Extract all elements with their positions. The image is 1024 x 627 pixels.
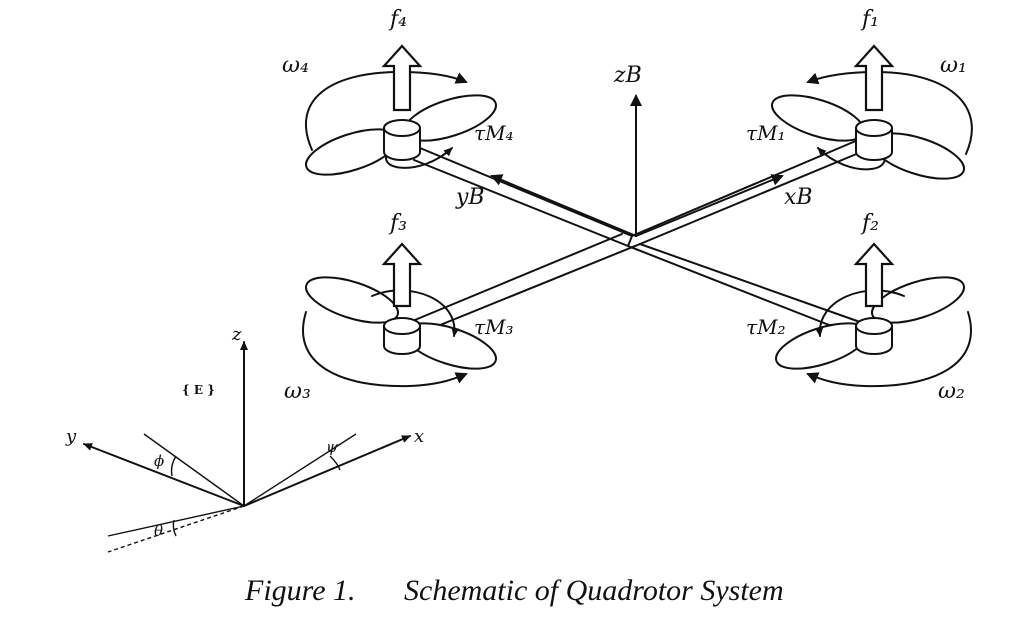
y-axis <box>83 443 245 507</box>
caption-title: Schematic of Quadrotor System <box>404 574 784 607</box>
omega4-arc <box>305 71 468 151</box>
label-z: z <box>231 324 242 345</box>
label-omega3: ω₃ <box>284 379 311 404</box>
f2-thrust-arrow <box>853 242 895 308</box>
label-f1: f₁ <box>860 7 879 32</box>
label-omega2: ω₂ <box>938 379 965 404</box>
omega1-arc <box>806 71 973 155</box>
theta-dashed-line <box>107 505 245 553</box>
figure-caption: Figure 1. Schematic of Quadrotor System <box>244 574 784 607</box>
rotor-1 <box>771 44 973 180</box>
label-psi: ψ <box>326 438 338 456</box>
f3-thrust-arrow <box>381 242 423 308</box>
yb-axis <box>490 174 637 237</box>
phi-angle-arc <box>170 455 177 477</box>
label-tau-m3: τM₃ <box>474 315 514 339</box>
rotor-2 <box>775 242 972 388</box>
f1-thrust-arrow <box>853 44 895 112</box>
label-xb: xB <box>784 185 813 210</box>
caption-number: Figure 1. <box>244 574 356 607</box>
label-frame-e: { E } <box>182 383 215 397</box>
rotor-3 <box>302 242 497 388</box>
rotor-4 <box>305 44 497 176</box>
omega3-arc <box>302 311 468 388</box>
label-tau-m1: τM₁ <box>746 121 786 145</box>
theta-angle-arc <box>172 519 177 537</box>
label-omega4: ω₄ <box>282 53 309 78</box>
label-f4: f₄ <box>388 7 407 32</box>
label-yb: yB <box>455 185 485 210</box>
frame-arms <box>409 139 867 335</box>
f4-thrust-arrow <box>381 44 423 112</box>
xb-axis <box>635 174 784 237</box>
label-theta: θ <box>154 522 163 540</box>
omega2-arc <box>806 311 972 388</box>
label-f3: f₃ <box>388 211 407 236</box>
psi-reference-line <box>243 433 357 507</box>
labels: f₄ f₁ f₃ f₂ ω₄ ω₁ ω₃ ω₂ τM₄ τM₁ τM₃ τM₂ … <box>65 7 967 540</box>
x-axis <box>243 435 411 507</box>
label-x: x <box>414 426 424 447</box>
body-axes <box>490 94 784 237</box>
phi-reference-line <box>143 433 245 507</box>
label-tau-m4: τM₄ <box>474 121 514 145</box>
label-zb: zB <box>613 63 642 88</box>
label-phi: ϕ <box>154 452 164 470</box>
label-y: y <box>65 426 77 447</box>
psi-angle-arc <box>329 455 341 471</box>
label-f2: f₂ <box>860 211 879 236</box>
label-omega1: ω₁ <box>940 53 967 78</box>
theta-reference-line <box>107 505 245 537</box>
inertial-frame <box>83 341 411 553</box>
label-tau-m2: τM₂ <box>746 315 786 339</box>
